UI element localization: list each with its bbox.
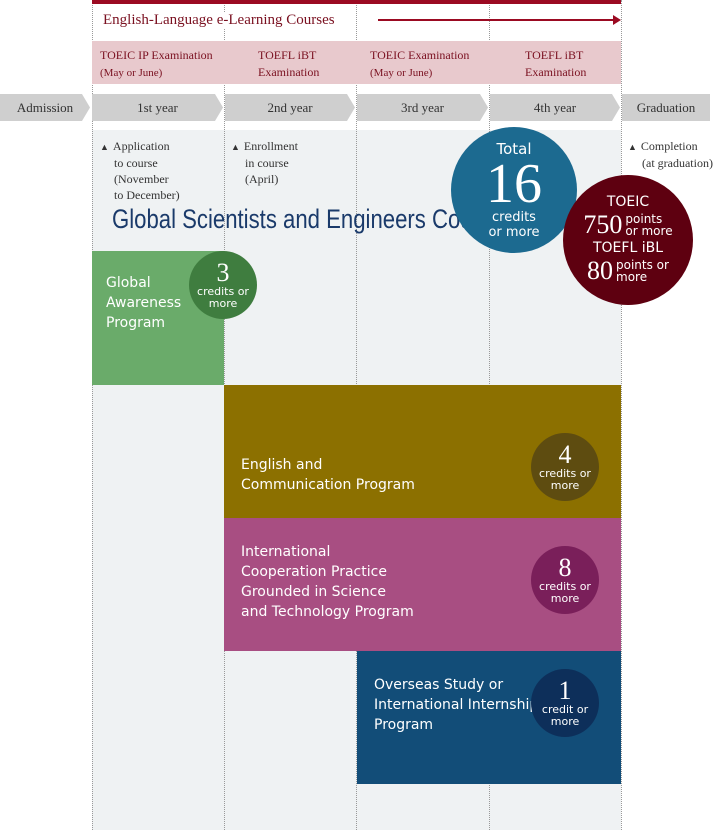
top-bar bbox=[92, 0, 621, 4]
timeline-year4: 4th year bbox=[490, 94, 620, 121]
total-label: Total bbox=[496, 140, 532, 158]
credits-value: 3 bbox=[216, 258, 230, 287]
program-name: Program bbox=[374, 717, 434, 733]
exam-sub: Examination bbox=[525, 65, 587, 79]
program-name: International Internship bbox=[374, 697, 539, 713]
credits-unit: credit or bbox=[541, 703, 589, 716]
credits-unit: more bbox=[550, 479, 580, 492]
credits-value: 1 bbox=[558, 676, 572, 705]
exam-title: TOEFL iBT bbox=[525, 48, 584, 62]
toefl-label: TOEFL iBL bbox=[592, 240, 663, 256]
exam-row bbox=[92, 41, 621, 84]
arrow-head-icon bbox=[613, 15, 621, 25]
toeic-value: 750 bbox=[583, 210, 623, 239]
credits-unit: more bbox=[550, 715, 580, 728]
toefl-unit: more bbox=[616, 270, 648, 284]
exam-title: TOEIC Examination bbox=[370, 48, 470, 62]
note-line: in course bbox=[245, 156, 289, 170]
timeline-graduation: Graduation bbox=[622, 94, 710, 121]
divider bbox=[621, 0, 622, 830]
total-value: 16 bbox=[486, 153, 542, 215]
credits-circle: 4 credits or more bbox=[531, 433, 599, 501]
note-line: Application bbox=[112, 139, 170, 153]
triangle-icon: ▲ bbox=[628, 142, 637, 152]
timeline-year1: 1st year bbox=[92, 94, 223, 121]
elearning-label: English-Language e-Learning Courses bbox=[103, 12, 337, 29]
note-line: Enrollment bbox=[243, 139, 298, 153]
program-name: Communication Program bbox=[241, 477, 415, 493]
completion-note: ▲Completion (at graduation) bbox=[628, 138, 713, 171]
toeic-label: TOEIC bbox=[606, 194, 650, 210]
toeic-unit: or more bbox=[625, 224, 673, 238]
program-name: Cooperation Practice bbox=[241, 564, 387, 580]
elearning-arrow bbox=[378, 19, 614, 21]
note-line: to course bbox=[114, 156, 158, 170]
credits-circle: 3 credits or more bbox=[189, 251, 257, 319]
note-line: Completion bbox=[640, 139, 698, 153]
note-line: (November bbox=[114, 172, 169, 186]
exam-3: TOEIC Examination (May or June) bbox=[370, 47, 469, 82]
credits-unit: more bbox=[550, 592, 580, 605]
triangle-icon: ▲ bbox=[231, 142, 240, 152]
program-name: English and bbox=[241, 457, 323, 473]
credits-unit: credits or bbox=[197, 285, 249, 298]
credits-value: 8 bbox=[558, 553, 572, 582]
toefl-unit: points or bbox=[616, 258, 669, 272]
exam-title: TOEFL iBT bbox=[258, 48, 317, 62]
exam-1: TOEIC IP Examination (May or June) bbox=[100, 47, 213, 82]
program-global-awareness: Global Awareness Program bbox=[92, 251, 224, 385]
program-name: Program bbox=[106, 315, 166, 331]
toeic-unit: points bbox=[625, 212, 663, 226]
note-line: to December) bbox=[114, 188, 180, 202]
divider bbox=[92, 0, 93, 830]
toefl-value: 80 bbox=[587, 256, 614, 285]
exam-sub: (May or June) bbox=[370, 67, 433, 79]
exam-2: TOEFL iBT Examination bbox=[258, 47, 319, 81]
credits-value: 4 bbox=[558, 440, 572, 469]
credits-unit: credits or bbox=[539, 580, 591, 593]
credits-circle: 8 credits or more bbox=[531, 546, 599, 614]
exam-sub: (May or June) bbox=[100, 67, 163, 79]
course-title: Global Scientists and Engineers Course bbox=[112, 204, 504, 234]
program-name: Global bbox=[106, 275, 151, 291]
timeline-admission: Admission bbox=[0, 94, 90, 121]
total-unit: credits bbox=[492, 210, 536, 225]
exam-sub: Examination bbox=[258, 65, 320, 79]
timeline-year2: 2nd year bbox=[225, 94, 355, 121]
application-note: ▲Application to course (November to Dece… bbox=[100, 138, 180, 203]
credits-circle: 1 credit or more bbox=[531, 669, 599, 737]
exam-title: TOEIC IP Examination bbox=[100, 48, 213, 62]
total-unit: or more bbox=[488, 225, 540, 240]
program-name: Overseas Study or bbox=[374, 677, 504, 693]
credits-unit: credits or bbox=[539, 467, 591, 480]
credits-unit: more bbox=[208, 297, 238, 310]
enrollment-note: ▲Enrollment in course (April) bbox=[231, 138, 298, 187]
triangle-icon: ▲ bbox=[100, 142, 109, 152]
exam-4: TOEFL iBT Examination bbox=[525, 47, 586, 81]
note-line: (at graduation) bbox=[642, 156, 713, 170]
program-name: International bbox=[241, 544, 331, 560]
timeline-year3: 3rd year bbox=[357, 94, 488, 121]
total-credits-circle: Total 16 credits or more bbox=[451, 127, 577, 253]
program-name: and Technology Program bbox=[241, 604, 414, 620]
note-line: (April) bbox=[245, 172, 279, 186]
program-name: Awareness bbox=[106, 295, 182, 311]
program-name: Grounded in Science bbox=[241, 584, 386, 600]
